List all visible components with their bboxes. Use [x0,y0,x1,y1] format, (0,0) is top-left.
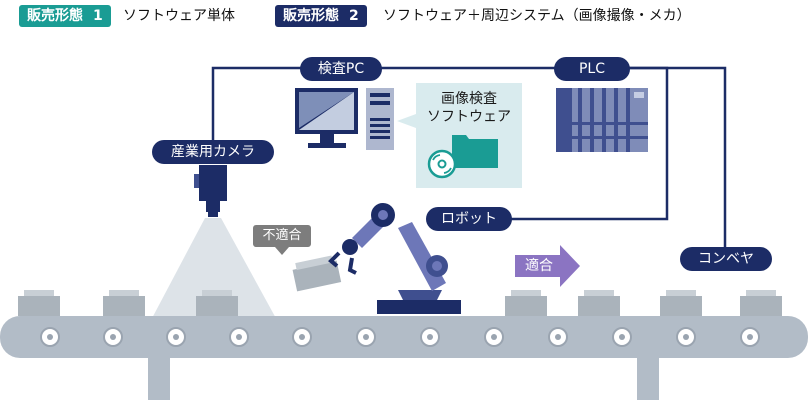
software-panel-pointer [397,114,416,128]
software-panel-text: 画像検査 ソフトウェア [416,90,522,126]
robot-arm-icon [328,203,461,314]
software-line-1: 画像検査 [441,91,497,107]
product-box [578,296,620,316]
cd-disc-icon [427,149,457,179]
conveyor-belt-icon [0,316,808,400]
sales-form-2-badge: 販売形態 2 [275,5,367,27]
product-lid [746,290,776,297]
plc-label: PLC [554,57,630,81]
conveyor-rollers [40,327,760,347]
product-box [660,296,702,316]
conveyor-roller-hub [427,334,433,340]
product-box [103,296,145,316]
reject-tag: 不適合 [253,225,311,247]
product-lid [24,290,54,297]
conveyor-roller-hub [747,334,753,340]
camera-icon [194,165,227,217]
conveyor-roller-hub [683,334,689,340]
conveyor-roller-hub [47,334,53,340]
sales-form-2-number: 2 [349,8,359,24]
product-box [196,296,238,316]
conveyor-roller-hub [555,334,561,340]
product-lid [666,290,696,297]
conveyor-roller-hub [619,334,625,340]
robot-label: ロボット [426,207,512,231]
pc-tower-icon [366,88,394,150]
camera-light-beam [150,218,278,322]
sales-form-1-number: 1 [93,8,103,24]
product-lid [511,290,541,297]
accept-arrow [515,245,580,287]
sales-form-1-badge: 販売形態 1 [19,5,111,27]
accept-label: 適合 [525,258,553,274]
monitor-icon [295,88,358,148]
sales-form-2-label: 販売形態 [283,8,339,24]
conveyor-roller-hub [363,334,369,340]
sales-form-1-label: 販売形態 [27,8,83,24]
conveyor-roller-hub [173,334,179,340]
conveyor-label: コンベヤ [680,247,772,271]
plc-unit-icon [556,88,648,152]
product-box [740,296,782,316]
pc-camera-line [211,66,578,145]
inspection-pc-label: 検査PC [300,57,382,81]
software-line-2: ソフトウェア [427,109,511,125]
product-box [18,296,60,316]
conveyor-products [18,290,782,316]
folder-icon [452,135,498,168]
product-lid [202,290,232,297]
product-box [505,296,547,316]
conveyor-roller-hub [491,334,497,340]
camera-label: 産業用カメラ [152,140,274,164]
rejected-product [292,255,342,292]
sales-form-1-text: ソフトウェア単体 [123,8,235,24]
conveyor-roller-hub [299,334,305,340]
product-lid [109,290,139,297]
product-lid [584,290,614,297]
sales-form-2-text: ソフトウェア＋周辺システム（画像撮像・メカ） [383,8,691,24]
conveyor-roller-hub [236,334,242,340]
conveyor-roller-hub [110,334,116,340]
